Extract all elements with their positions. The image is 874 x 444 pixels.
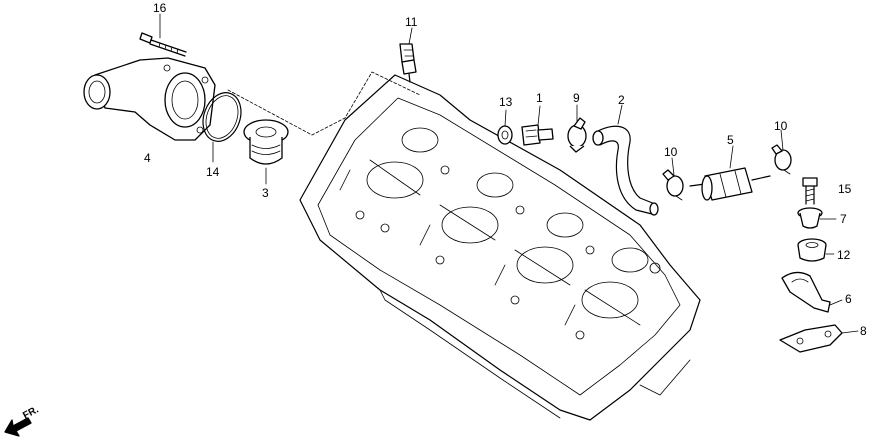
callout-16: 16 (153, 1, 167, 15)
clamp-part-9 (567, 117, 587, 153)
callout-14: 14 (206, 165, 220, 179)
bolt-part-16 (139, 32, 187, 57)
callout-1: 1 (536, 91, 543, 105)
callout-10-left: 10 (664, 145, 678, 159)
callout-4: 4 (144, 151, 151, 165)
callout-15: 15 (838, 182, 852, 196)
callout-12: 12 (837, 248, 851, 262)
cylinder-head (299, 74, 701, 421)
collar-part-7 (797, 207, 823, 229)
callout-10-right: 10 (774, 119, 788, 133)
hose-part-2 (592, 125, 659, 216)
clamp-part-10-left (662, 169, 684, 201)
callout-3: 3 (262, 186, 269, 200)
callout-7: 7 (840, 212, 847, 226)
filter-part-5 (689, 167, 771, 201)
clamp-part-10-right (771, 144, 792, 175)
callout-6: 6 (845, 292, 852, 306)
sensor-part-11 (399, 43, 417, 83)
direction-label: FR. (21, 404, 41, 421)
water-outlet-part-4 (83, 57, 216, 141)
callout-13: 13 (499, 95, 513, 109)
grommet-part-12 (797, 238, 827, 262)
assembly-reference-line (227, 71, 421, 136)
front-direction-arrow: FR. (4, 404, 41, 437)
fitting-part-1 (521, 124, 554, 146)
washer-part-13 (497, 125, 513, 145)
callout-2: 2 (618, 93, 625, 107)
bolt-part-15 (802, 177, 818, 205)
thermostat-part-3 (243, 119, 289, 165)
callout-9: 9 (573, 91, 580, 105)
leader-lines (159, 13, 859, 334)
callout-11: 11 (405, 15, 418, 29)
callout-5: 5 (727, 133, 734, 147)
callout-8: 8 (860, 324, 867, 338)
plate-part-8 (779, 324, 843, 353)
callout-labels: 16 4 14 3 11 13 1 9 2 10 5 10 15 7 12 6 … (144, 1, 867, 338)
o-ring-part-14 (202, 92, 242, 142)
bracket-part-6 (781, 271, 831, 313)
